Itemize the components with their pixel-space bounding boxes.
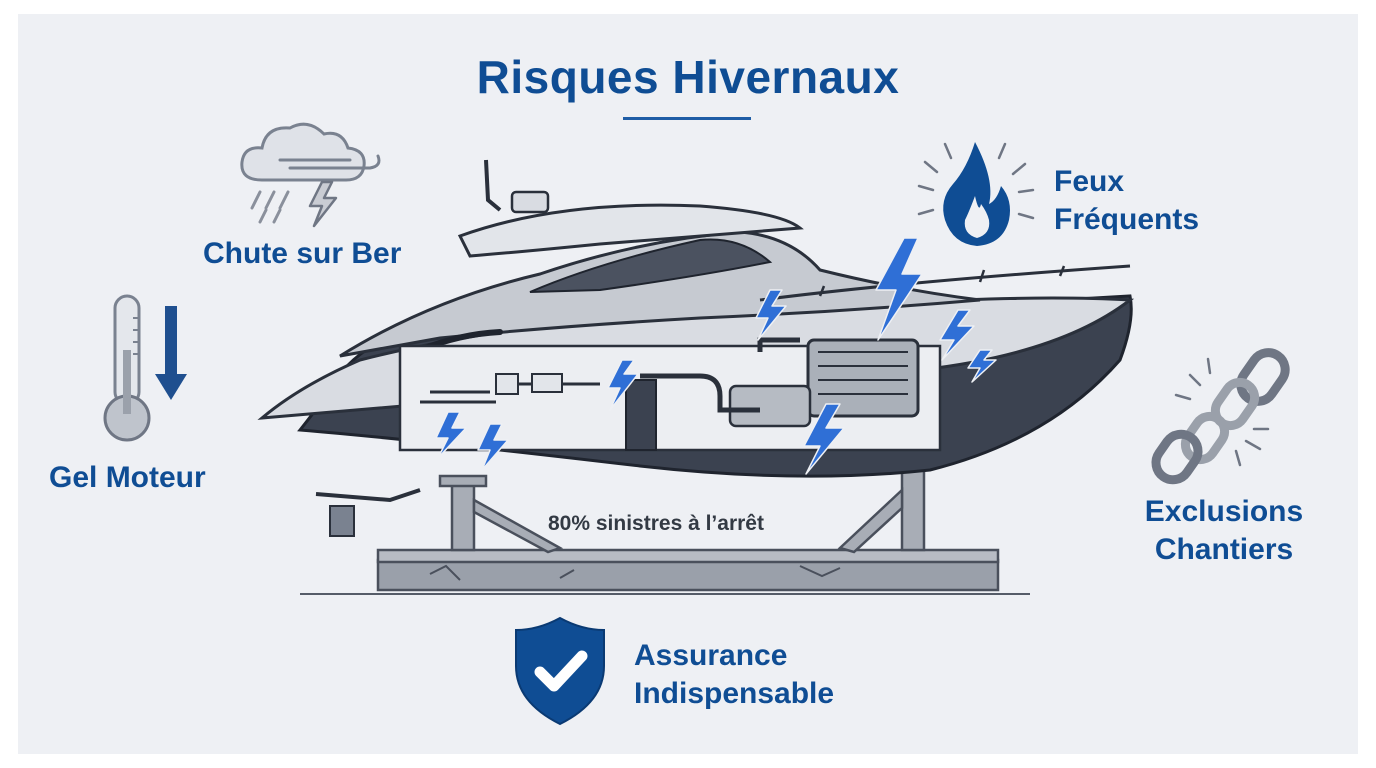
risk-label-fire-line2: Fréquents	[1054, 203, 1200, 236]
spark-icon	[803, 403, 845, 475]
spark-icon	[967, 349, 997, 383]
spark-icon	[939, 309, 975, 361]
page-title: Risques Hivernaux	[476, 51, 900, 103]
conclusion-line2: Indispensable	[634, 677, 835, 710]
thermometer-down-icon	[103, 294, 187, 442]
cradle-base	[300, 548, 1030, 595]
conclusion-line1: Assurance	[634, 639, 788, 672]
spark-icon	[435, 411, 467, 459]
engine-block	[806, 338, 920, 418]
storm-cloud-icon	[240, 122, 381, 228]
boat-hardtop	[457, 203, 804, 258]
stat-callout: 80% sinistres à l’arrêt	[548, 512, 764, 535]
broken-chain-icon	[1151, 348, 1290, 485]
risk-label-exclusions-line1: Exclusions	[1144, 495, 1304, 528]
spark-icon	[755, 289, 787, 341]
spark-icon	[477, 423, 509, 471]
flame-icon	[917, 142, 1035, 246]
risk-label-exclusions-line2: Chantiers	[1154, 533, 1294, 566]
risk-label-fall: Chute sur Ber	[203, 237, 402, 270]
risk-label-fire-line1: Feux	[1054, 165, 1125, 198]
shield-check-icon	[515, 616, 605, 726]
title-underline	[623, 117, 751, 120]
risk-label-freeze: Gel Moteur	[49, 461, 206, 494]
spark-icon	[607, 359, 639, 411]
boat-windows	[529, 238, 773, 293]
spark-icon	[875, 237, 923, 341]
boat-cabin	[339, 230, 981, 358]
